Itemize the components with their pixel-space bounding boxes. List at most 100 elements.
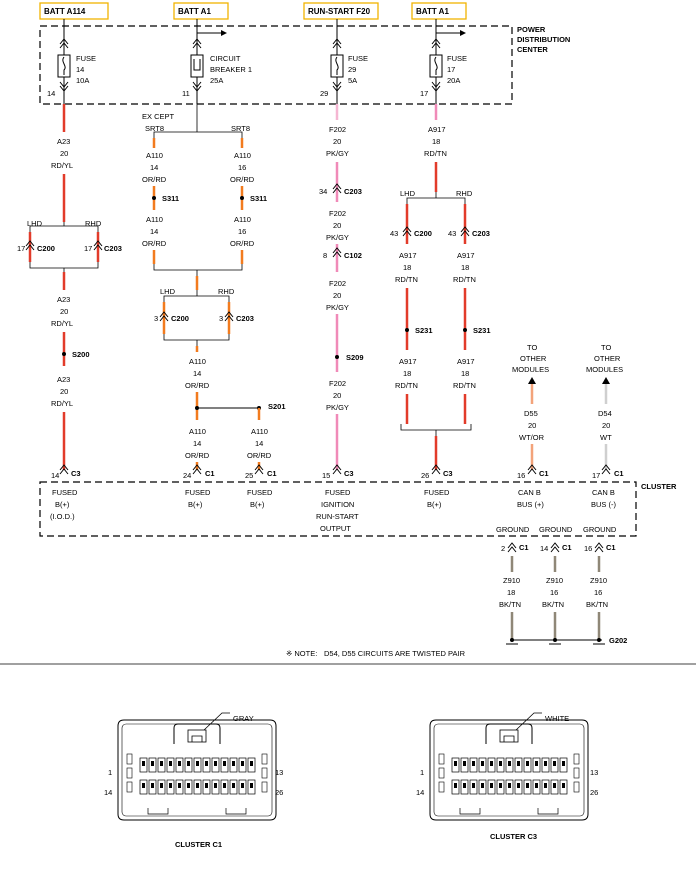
svg-text:8: 8 (323, 251, 327, 260)
svg-text:IGNITION: IGNITION (321, 500, 354, 509)
svg-text:18: 18 (403, 263, 411, 272)
svg-text:GROUND: GROUND (583, 525, 617, 534)
svg-text:BK/TN: BK/TN (586, 600, 608, 609)
svg-text:S311: S311 (162, 194, 179, 203)
svg-text:A110: A110 (251, 427, 268, 436)
source-run-start-f20: RUN-START F20 (303, 2, 379, 20)
svg-text:11: 11 (182, 89, 190, 98)
svg-text:Z910: Z910 (503, 576, 520, 585)
svg-text:OR/RD: OR/RD (185, 381, 210, 390)
svg-text:BATT A114: BATT A114 (44, 7, 86, 16)
svg-text:13: 13 (275, 768, 283, 777)
fuse-14: FUSE 14 10A 14 (47, 19, 96, 104)
circuit-a110: EX CEPT SRT8 SRT8 A110 14 OR/RD S311 A11… (142, 104, 286, 470)
svg-text:CENTER: CENTER (517, 45, 548, 54)
svg-text:OR/RD: OR/RD (230, 239, 255, 248)
svg-text:RD/TN: RD/TN (395, 381, 418, 390)
svg-text:D54: D54 (598, 409, 612, 418)
svg-text:43: 43 (390, 229, 398, 238)
svg-text:LHD: LHD (160, 287, 176, 296)
cluster-c3-color: WHITE (545, 714, 569, 723)
svg-text:20: 20 (333, 221, 341, 230)
svg-text:RD/YL: RD/YL (51, 319, 73, 328)
svg-text:B(+): B(+) (250, 500, 265, 509)
svg-text:FUSED: FUSED (185, 488, 211, 497)
svg-text:FUSED: FUSED (52, 488, 78, 497)
svg-text:C3: C3 (344, 469, 354, 478)
svg-text:C203: C203 (472, 229, 490, 238)
svg-text:C203: C203 (236, 314, 254, 323)
svg-text:FUSED: FUSED (247, 488, 273, 497)
svg-text:16: 16 (517, 471, 525, 480)
svg-text:C3: C3 (443, 469, 453, 478)
svg-text:20: 20 (333, 391, 341, 400)
svg-text:TO: TO (527, 343, 537, 352)
svg-text:POWER: POWER (517, 25, 546, 34)
svg-text:CAN B: CAN B (518, 488, 541, 497)
svg-text:FUSE: FUSE (348, 54, 368, 63)
svg-text:RD/YL: RD/YL (51, 161, 73, 170)
svg-text:14: 14 (193, 439, 201, 448)
svg-text:14: 14 (76, 65, 84, 74)
svg-text:C203: C203 (104, 244, 122, 253)
svg-text:RHD: RHD (456, 189, 473, 198)
svg-text:S209: S209 (346, 353, 364, 362)
source-batt-a114: BATT A114 (39, 2, 109, 20)
svg-text:14: 14 (193, 369, 201, 378)
svg-text:14: 14 (416, 788, 424, 797)
svg-text:17: 17 (420, 89, 428, 98)
svg-text:FUSE: FUSE (76, 54, 96, 63)
svg-text:WT: WT (600, 433, 612, 442)
svg-text:C1: C1 (562, 543, 572, 552)
svg-text:F202: F202 (329, 209, 346, 218)
svg-text:RD/TN: RD/TN (395, 275, 418, 284)
svg-text:MODULES: MODULES (586, 365, 623, 374)
svg-text:GROUND: GROUND (539, 525, 573, 534)
svg-text:29: 29 (320, 89, 328, 98)
source-batt-a1-left: BATT A1 (173, 2, 229, 20)
svg-text:OUTPUT: OUTPUT (320, 524, 351, 533)
svg-text:2: 2 (501, 544, 505, 553)
svg-text:15: 15 (322, 471, 330, 480)
svg-text:OR/RD: OR/RD (185, 451, 210, 460)
svg-text:26: 26 (590, 788, 598, 797)
svg-text:18: 18 (432, 137, 440, 146)
cluster-module: CLUSTER FUSED B(+) (I.O.D.) FUSED B(+) F… (39, 481, 677, 537)
svg-text:Z910: Z910 (590, 576, 607, 585)
circuit-breaker-1: CIRCUIT BREAKER 1 25A 11 (182, 19, 252, 104)
svg-text:C1: C1 (614, 469, 624, 478)
svg-text:16: 16 (238, 163, 246, 172)
svg-text:LHD: LHD (400, 189, 416, 198)
svg-text:WT/OR: WT/OR (519, 433, 545, 442)
svg-text:OR/RD: OR/RD (142, 239, 167, 248)
svg-text:A917: A917 (399, 251, 417, 260)
svg-text:26: 26 (421, 471, 429, 480)
svg-text:FUSE: FUSE (447, 54, 467, 63)
svg-text:F202: F202 (329, 279, 346, 288)
svg-text:C1: C1 (519, 543, 529, 552)
svg-text:A917: A917 (428, 125, 446, 134)
svg-text:S231: S231 (473, 326, 491, 335)
svg-text:PK/GY: PK/GY (326, 403, 349, 412)
svg-text:20: 20 (60, 387, 68, 396)
svg-text:C102: C102 (344, 251, 362, 260)
svg-text:A110: A110 (146, 151, 163, 160)
svg-text:C1: C1 (606, 543, 616, 552)
svg-text:17: 17 (592, 471, 600, 480)
svg-text:CIRCUIT: CIRCUIT (210, 54, 241, 63)
svg-text:BREAKER 1: BREAKER 1 (210, 65, 252, 74)
svg-text:20A: 20A (447, 76, 460, 85)
circuit-f202: F202 20 PK/GY 34 C203 F202 20 PK/GY 8 C1… (319, 104, 364, 470)
svg-text:B(+): B(+) (55, 500, 70, 509)
svg-text:16: 16 (594, 588, 602, 597)
svg-text:EX CEPT: EX CEPT (142, 112, 175, 121)
svg-text:TO: TO (601, 343, 611, 352)
svg-text:BK/TN: BK/TN (499, 600, 521, 609)
svg-text:14: 14 (150, 163, 158, 172)
svg-text:20: 20 (333, 291, 341, 300)
circuit-a917: A917 18 RD/TN LHD RHD 43 C200 43 C203 A9… (390, 104, 491, 470)
circuit-d54: TO OTHER MODULES D54 20 WT (586, 343, 623, 470)
svg-text:43: 43 (448, 229, 456, 238)
svg-text:MODULES: MODULES (512, 365, 549, 374)
